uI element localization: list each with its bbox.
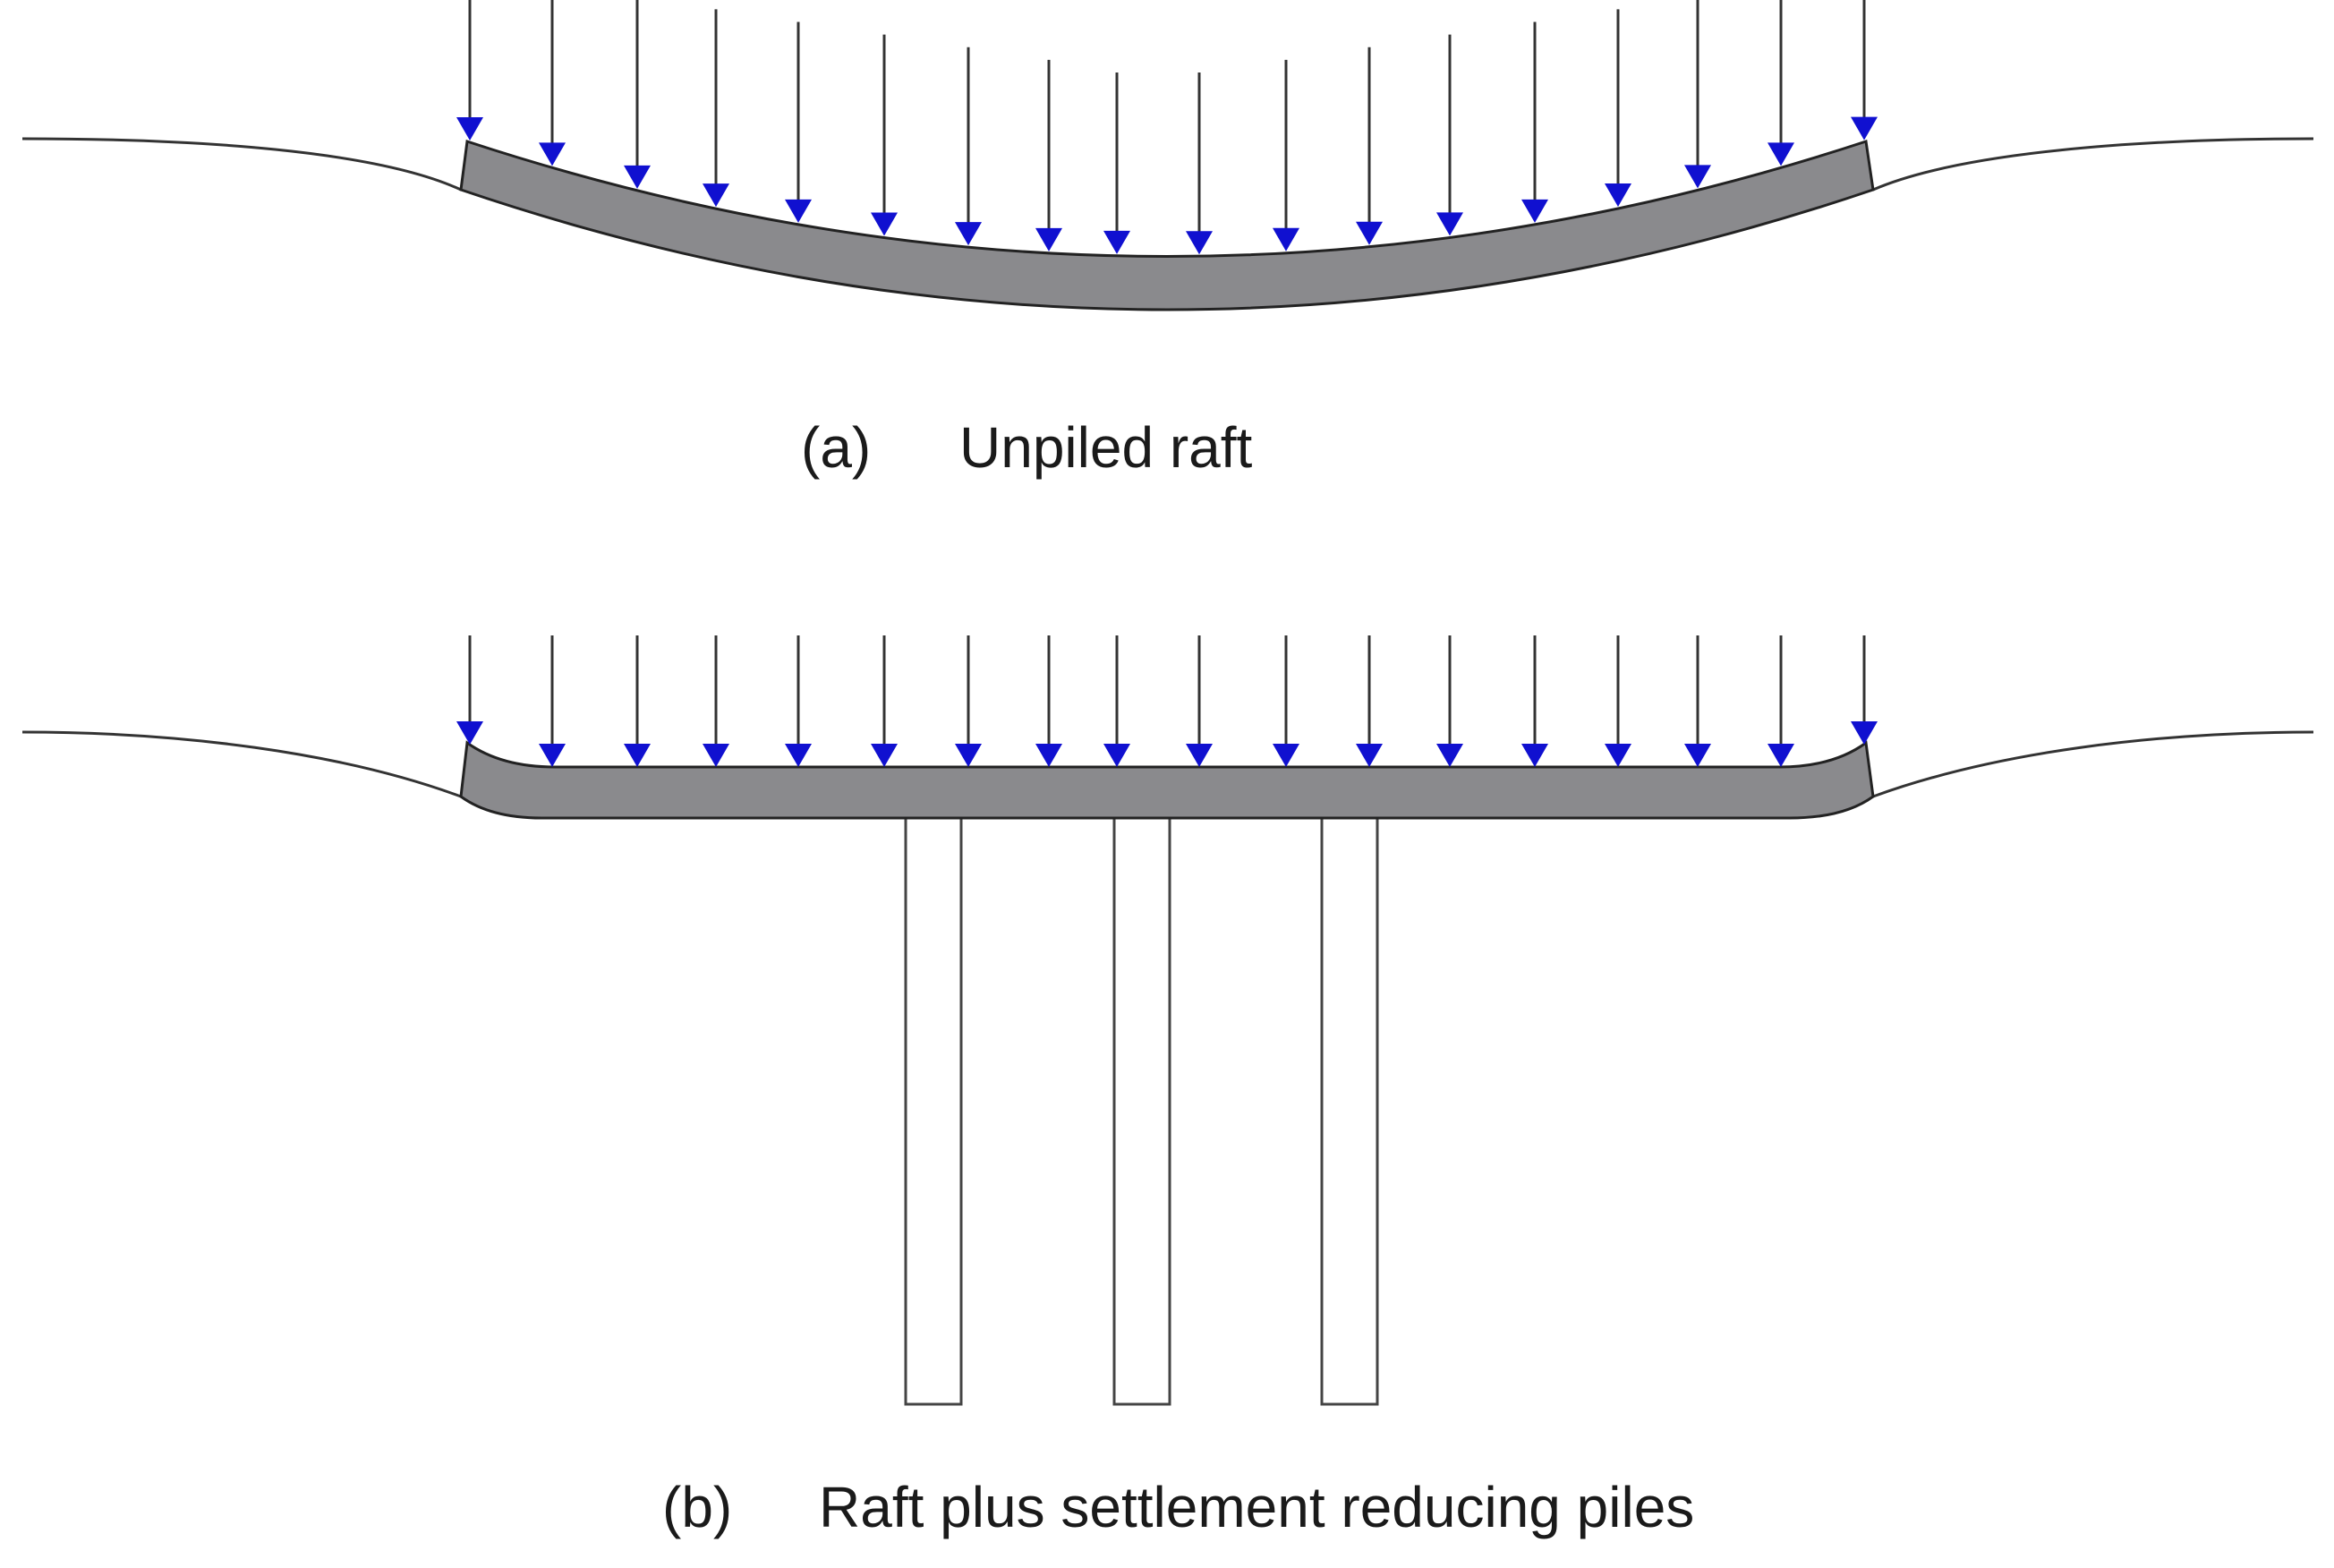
load-arrow-b-head-2 xyxy=(539,744,566,767)
load-arrow-a-head-5 xyxy=(785,199,812,223)
load-arrow-b-head-1 xyxy=(456,721,483,745)
panel-b-piled-raft xyxy=(21,635,2314,1406)
caption-a-label: (a) xyxy=(801,415,872,480)
caption-a-text: Unpiled raft xyxy=(959,415,1253,480)
load-arrow-a-head-14 xyxy=(1521,199,1548,223)
piles xyxy=(904,816,1379,1406)
load-arrow-a-head-10 xyxy=(1186,231,1213,255)
load-arrow-a-head-15 xyxy=(1605,183,1631,207)
pile-3 xyxy=(1320,816,1379,1406)
pile-2 xyxy=(1112,816,1171,1406)
load-arrow-b-head-7 xyxy=(955,744,982,767)
load-arrow-a-head-17 xyxy=(1768,142,1794,166)
load-arrow-b-head-12 xyxy=(1356,744,1383,767)
pile-1 xyxy=(904,816,963,1406)
panel-a-unpiled-raft xyxy=(21,0,2314,311)
load-arrow-b-head-5 xyxy=(785,744,812,767)
load-arrow-a-head-13 xyxy=(1436,212,1463,236)
load-arrow-a-head-7 xyxy=(955,222,982,246)
ground-surface-right-b xyxy=(1872,730,2314,798)
load-arrow-b-head-17 xyxy=(1768,744,1794,767)
load-arrow-b-head-13 xyxy=(1436,744,1463,767)
caption-b-text: Raft plus settlement reducing piles xyxy=(819,1475,1695,1539)
load-arrow-a-head-9 xyxy=(1103,230,1130,254)
load-arrow-b-head-15 xyxy=(1605,744,1631,767)
load-arrow-b-head-9 xyxy=(1103,744,1130,767)
load-arrow-a-head-3 xyxy=(624,165,651,189)
load-arrow-a-head-18 xyxy=(1851,116,1878,141)
load-arrow-a-head-12 xyxy=(1356,221,1383,245)
load-arrow-a-head-8 xyxy=(1035,227,1062,251)
load-arrows-b xyxy=(456,635,1878,767)
load-arrow-b-head-4 xyxy=(703,744,729,767)
raft-piled xyxy=(459,740,1875,820)
load-arrow-b-head-14 xyxy=(1521,744,1548,767)
load-arrow-a-head-6 xyxy=(871,212,898,236)
ground-surface-right-a xyxy=(1872,137,2314,192)
ground-surface-left-b xyxy=(21,730,462,798)
load-arrow-a-head-4 xyxy=(703,183,729,208)
raft-unpiled xyxy=(459,140,1875,311)
load-arrow-a-head-11 xyxy=(1273,227,1299,251)
load-arrow-b-head-16 xyxy=(1684,744,1711,767)
load-arrow-a-head-16 xyxy=(1684,165,1711,189)
load-arrow-b-head-3 xyxy=(624,744,651,767)
caption-b-label: (b) xyxy=(662,1475,733,1539)
load-arrow-b-head-18 xyxy=(1851,721,1878,745)
load-arrow-b-head-11 xyxy=(1273,744,1299,767)
load-arrows-a xyxy=(456,0,1878,255)
load-arrow-b-head-6 xyxy=(871,744,898,767)
load-arrow-b-head-8 xyxy=(1035,744,1062,767)
load-arrow-b-head-10 xyxy=(1186,744,1213,767)
ground-surface-left-a xyxy=(21,137,462,192)
load-arrow-a-head-1 xyxy=(456,116,483,141)
load-arrow-a-head-2 xyxy=(539,142,566,166)
